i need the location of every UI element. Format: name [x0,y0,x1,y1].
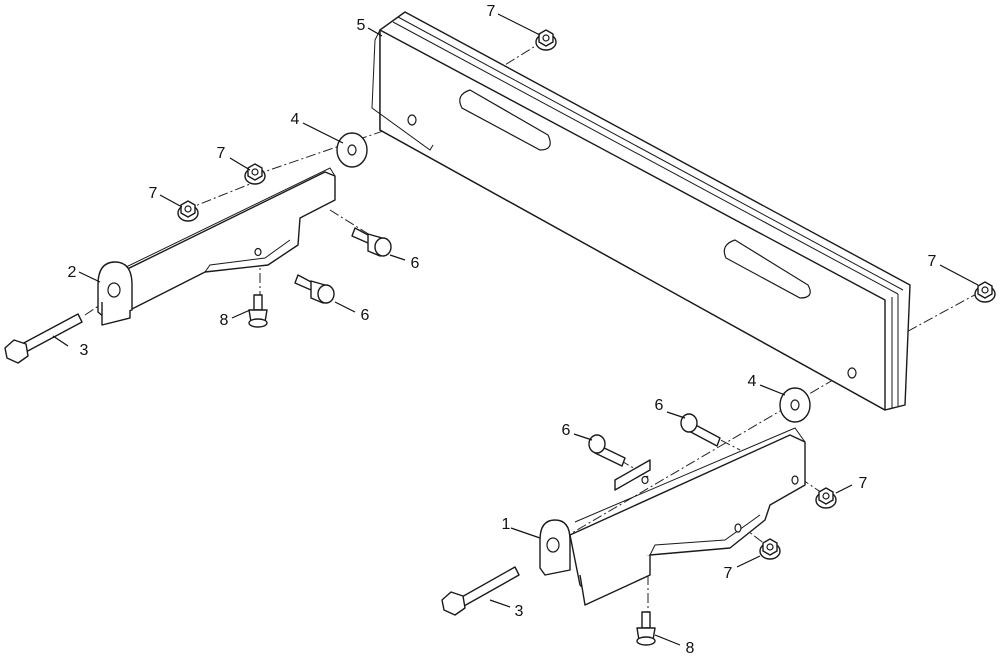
flange-nut-7-upper-a [244,163,266,185]
callout-7-upper-a: 7 [217,145,226,162]
bolt-6-upper-a [351,227,392,257]
bolt-6-lower-a [588,434,626,467]
bolt-3-right [441,566,520,616]
callout-4-upper: 4 [291,111,300,128]
callout-4-lower: 4 [748,373,757,390]
callout-1: 1 [502,516,511,533]
callout-6-upper-a: 6 [411,255,420,272]
callout-7-right: 7 [928,253,937,270]
bolt-3-left [4,313,83,364]
callout-2: 2 [68,264,77,281]
callout-6-lower-a: 6 [562,422,571,439]
callout-8-upper: 8 [220,312,229,329]
flange-nut-7-lower-a [815,487,837,509]
callout-6-lower-b: 6 [655,397,664,414]
screw-8-lower [636,611,656,646]
washer-4-lower [779,387,811,423]
callout-7-upper-b: 7 [149,185,158,202]
callout-7-lower-b: 7 [724,565,733,582]
callout-3-right: 3 [515,603,524,620]
flange-nut-7-top [535,29,557,51]
bracket-2 [97,167,336,326]
callout-7-top: 7 [487,3,496,20]
weight-plate-5 [371,11,911,411]
flange-nut-7-right [974,281,996,303]
flange-nut-7-lower-b [759,538,781,560]
callout-8-lower: 8 [686,640,695,657]
flange-nut-7-upper-b [177,200,199,222]
bolt-6-lower-b [680,413,721,447]
bolt-6-upper-b [294,274,335,304]
screw-8-upper [248,294,268,328]
callout-7-lower-a: 7 [859,475,868,492]
leader-lines [52,13,979,646]
callout-6-upper-b: 6 [361,307,370,324]
bracket-1 [539,427,806,606]
washer-4-upper [336,132,368,168]
callout-5: 5 [357,17,366,34]
callout-3-left: 3 [80,342,89,359]
